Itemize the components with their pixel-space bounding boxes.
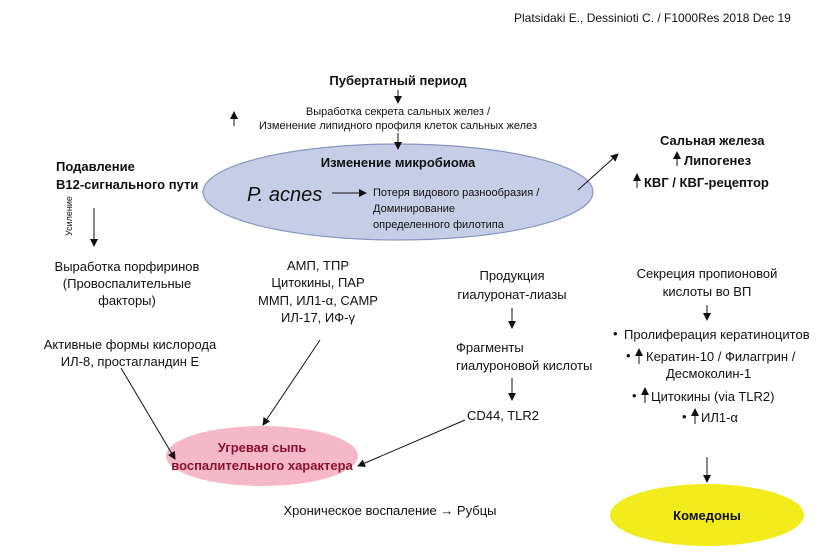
amplification-label: Усиление <box>64 196 74 236</box>
acne-line1: Угревая сыпь <box>217 440 307 455</box>
cytokines: Цитокины (via TLR2) <box>651 389 775 404</box>
bullet-prolif: • <box>613 326 618 341</box>
arrow-ros-acne <box>120 367 176 460</box>
bullet-keratin: • <box>626 348 631 363</box>
bullet-il1: • <box>682 409 687 424</box>
comedones-ellipse <box>610 484 804 546</box>
keratin-line2: Десмоколин-1 <box>666 366 752 381</box>
arrow-center-acne <box>262 339 321 426</box>
suppression-line1: Подавление <box>56 159 135 174</box>
pacnes-name: P. acnes <box>247 184 323 206</box>
frag-line2: гиалуроновой кислоты <box>456 358 593 373</box>
citation: Platsidaki E., Dessinioti C. / F1000Res … <box>514 11 791 25</box>
gland-title: Сальная железа <box>660 133 765 148</box>
puberty-label: Пубертатный период <box>329 73 467 88</box>
center-line1: АМП, ТПР <box>286 258 350 273</box>
hyal-line2: гиалуронат-лиазы <box>457 287 567 302</box>
ros-line1: Активные формы кислорода <box>43 337 217 352</box>
ros-line2: ИЛ-8, простагландин E <box>60 354 200 369</box>
prolif: Пролиферация кератиноцитов <box>624 327 810 342</box>
acne-ellipse <box>166 426 358 486</box>
diversity-line1: Потеря видового разнообразия / <box>373 187 540 199</box>
gland-lipogenesis: Липогенез <box>684 153 752 168</box>
porphyrin-line1: Выработка порфиринов <box>54 259 200 274</box>
receptors: CD44, TLR2 <box>467 408 540 423</box>
porphyrin-line3: факторы) <box>98 293 156 308</box>
secretion-line1: Выработка секрета сальных желез / <box>305 106 491 118</box>
keratin-line1: Кератин-10 / Филаггрин / <box>646 349 796 364</box>
propionic-line2: кислоты во ВП <box>662 284 752 299</box>
secretion-line2: Изменение липидного профиля клеток сальн… <box>258 120 537 132</box>
arrow-receptors-acne <box>357 419 466 467</box>
bullet-cytokines: • <box>632 388 637 403</box>
center-line3: ММП, ИЛ1-α, CAMP <box>258 293 378 308</box>
center-line2: Цитокины, ПАР <box>271 275 365 290</box>
comedones-label: Комедоны <box>673 508 741 523</box>
chronic-label: Хроническое воспаление → Рубцы <box>283 503 497 518</box>
hyal-line1: Продукция <box>479 268 545 283</box>
microbiome-change: Изменение микробиома <box>320 155 476 170</box>
gland-kvg: КВГ / КВГ-рецептор <box>644 175 769 190</box>
porphyrin-line2: (Провоспалительные <box>62 276 192 291</box>
acne-line2: воспалительного характера <box>171 458 353 473</box>
suppression-line2: B12-сигнального пути <box>56 177 199 192</box>
frag-line1: Фрагменты <box>456 340 524 355</box>
diversity-line2: Доминирование <box>373 203 456 215</box>
il1: ИЛ1-α <box>701 410 738 425</box>
propionic-line1: Секреция пропионовой <box>636 266 778 281</box>
arrow-to-gland <box>577 153 619 191</box>
center-line4: ИЛ-17, ИФ-γ <box>281 310 355 325</box>
diversity-line3: определенного филотипа <box>373 219 504 231</box>
